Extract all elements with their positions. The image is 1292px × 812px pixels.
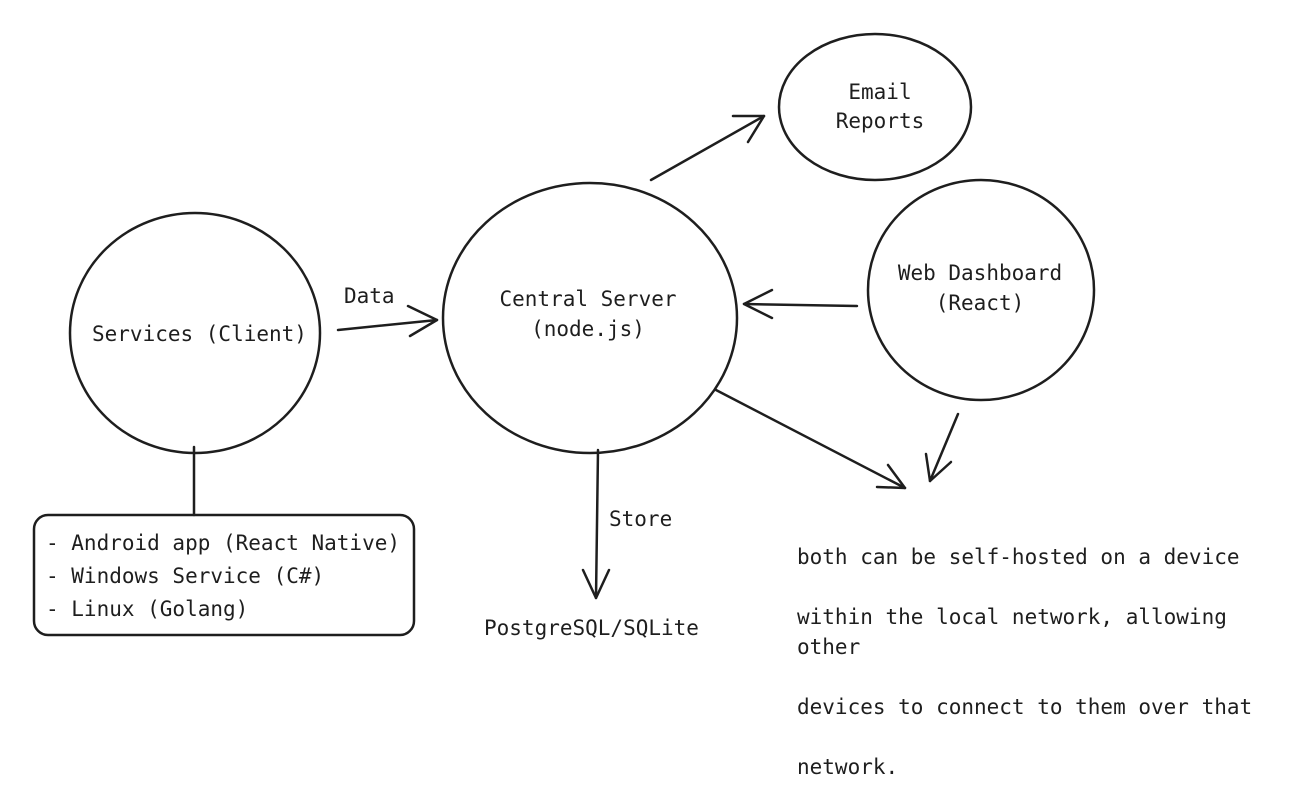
central-server-title: Central Server <box>499 287 677 311</box>
data-edge-label: Data <box>344 284 395 308</box>
email-arrow <box>649 114 766 182</box>
dashboard-to-note-arrow <box>924 412 960 483</box>
email-reports-node-shape <box>777 32 973 182</box>
email-reports-line1: Email <box>848 80 912 104</box>
web-dashboard-title: Web Dashboard <box>897 261 1063 285</box>
note-line: within the local network, allowing other <box>797 605 1227 659</box>
clients-list: - Android app (React Native) - Windows S… <box>46 527 400 626</box>
central-server-node-shape <box>441 181 739 455</box>
dashboard-arrow <box>742 288 859 320</box>
email-reports-line2: Reports <box>835 109 925 133</box>
storage-label: PostgreSQL/SQLite <box>484 616 699 640</box>
data-arrow <box>336 304 439 338</box>
note-line: network. <box>797 755 899 779</box>
note-line: devices to connect to them over that <box>797 695 1253 719</box>
web-dashboard-node-shape <box>866 178 1096 402</box>
web-dashboard-subtitle: (React) <box>935 291 1025 315</box>
central-server-subtitle: (node.js) <box>531 317 645 341</box>
diagram-canvas <box>32 32 1096 637</box>
clients-list-item: - Linux (Golang) <box>46 597 249 621</box>
email-reports-node-label: Email Reports <box>836 80 925 134</box>
store-arrow <box>581 448 611 600</box>
clients-list-item: - Android app (React Native) <box>46 531 401 555</box>
self-hosting-note: both can be self-hosted on a device with… <box>797 512 1267 812</box>
server-to-note-arrow <box>714 388 907 490</box>
central-server-node-label: Central Server (node.js) <box>499 287 676 342</box>
web-dashboard-node-label: Web Dashboard (React) <box>898 261 1062 316</box>
clients-list-box <box>32 513 416 637</box>
store-edge-label: Store <box>609 507 673 531</box>
clients-list-item: - Windows Service (C#) <box>46 564 325 588</box>
note-line: both can be self-hosted on a device <box>797 545 1240 569</box>
services-node-label: Services (Client) <box>92 322 307 346</box>
